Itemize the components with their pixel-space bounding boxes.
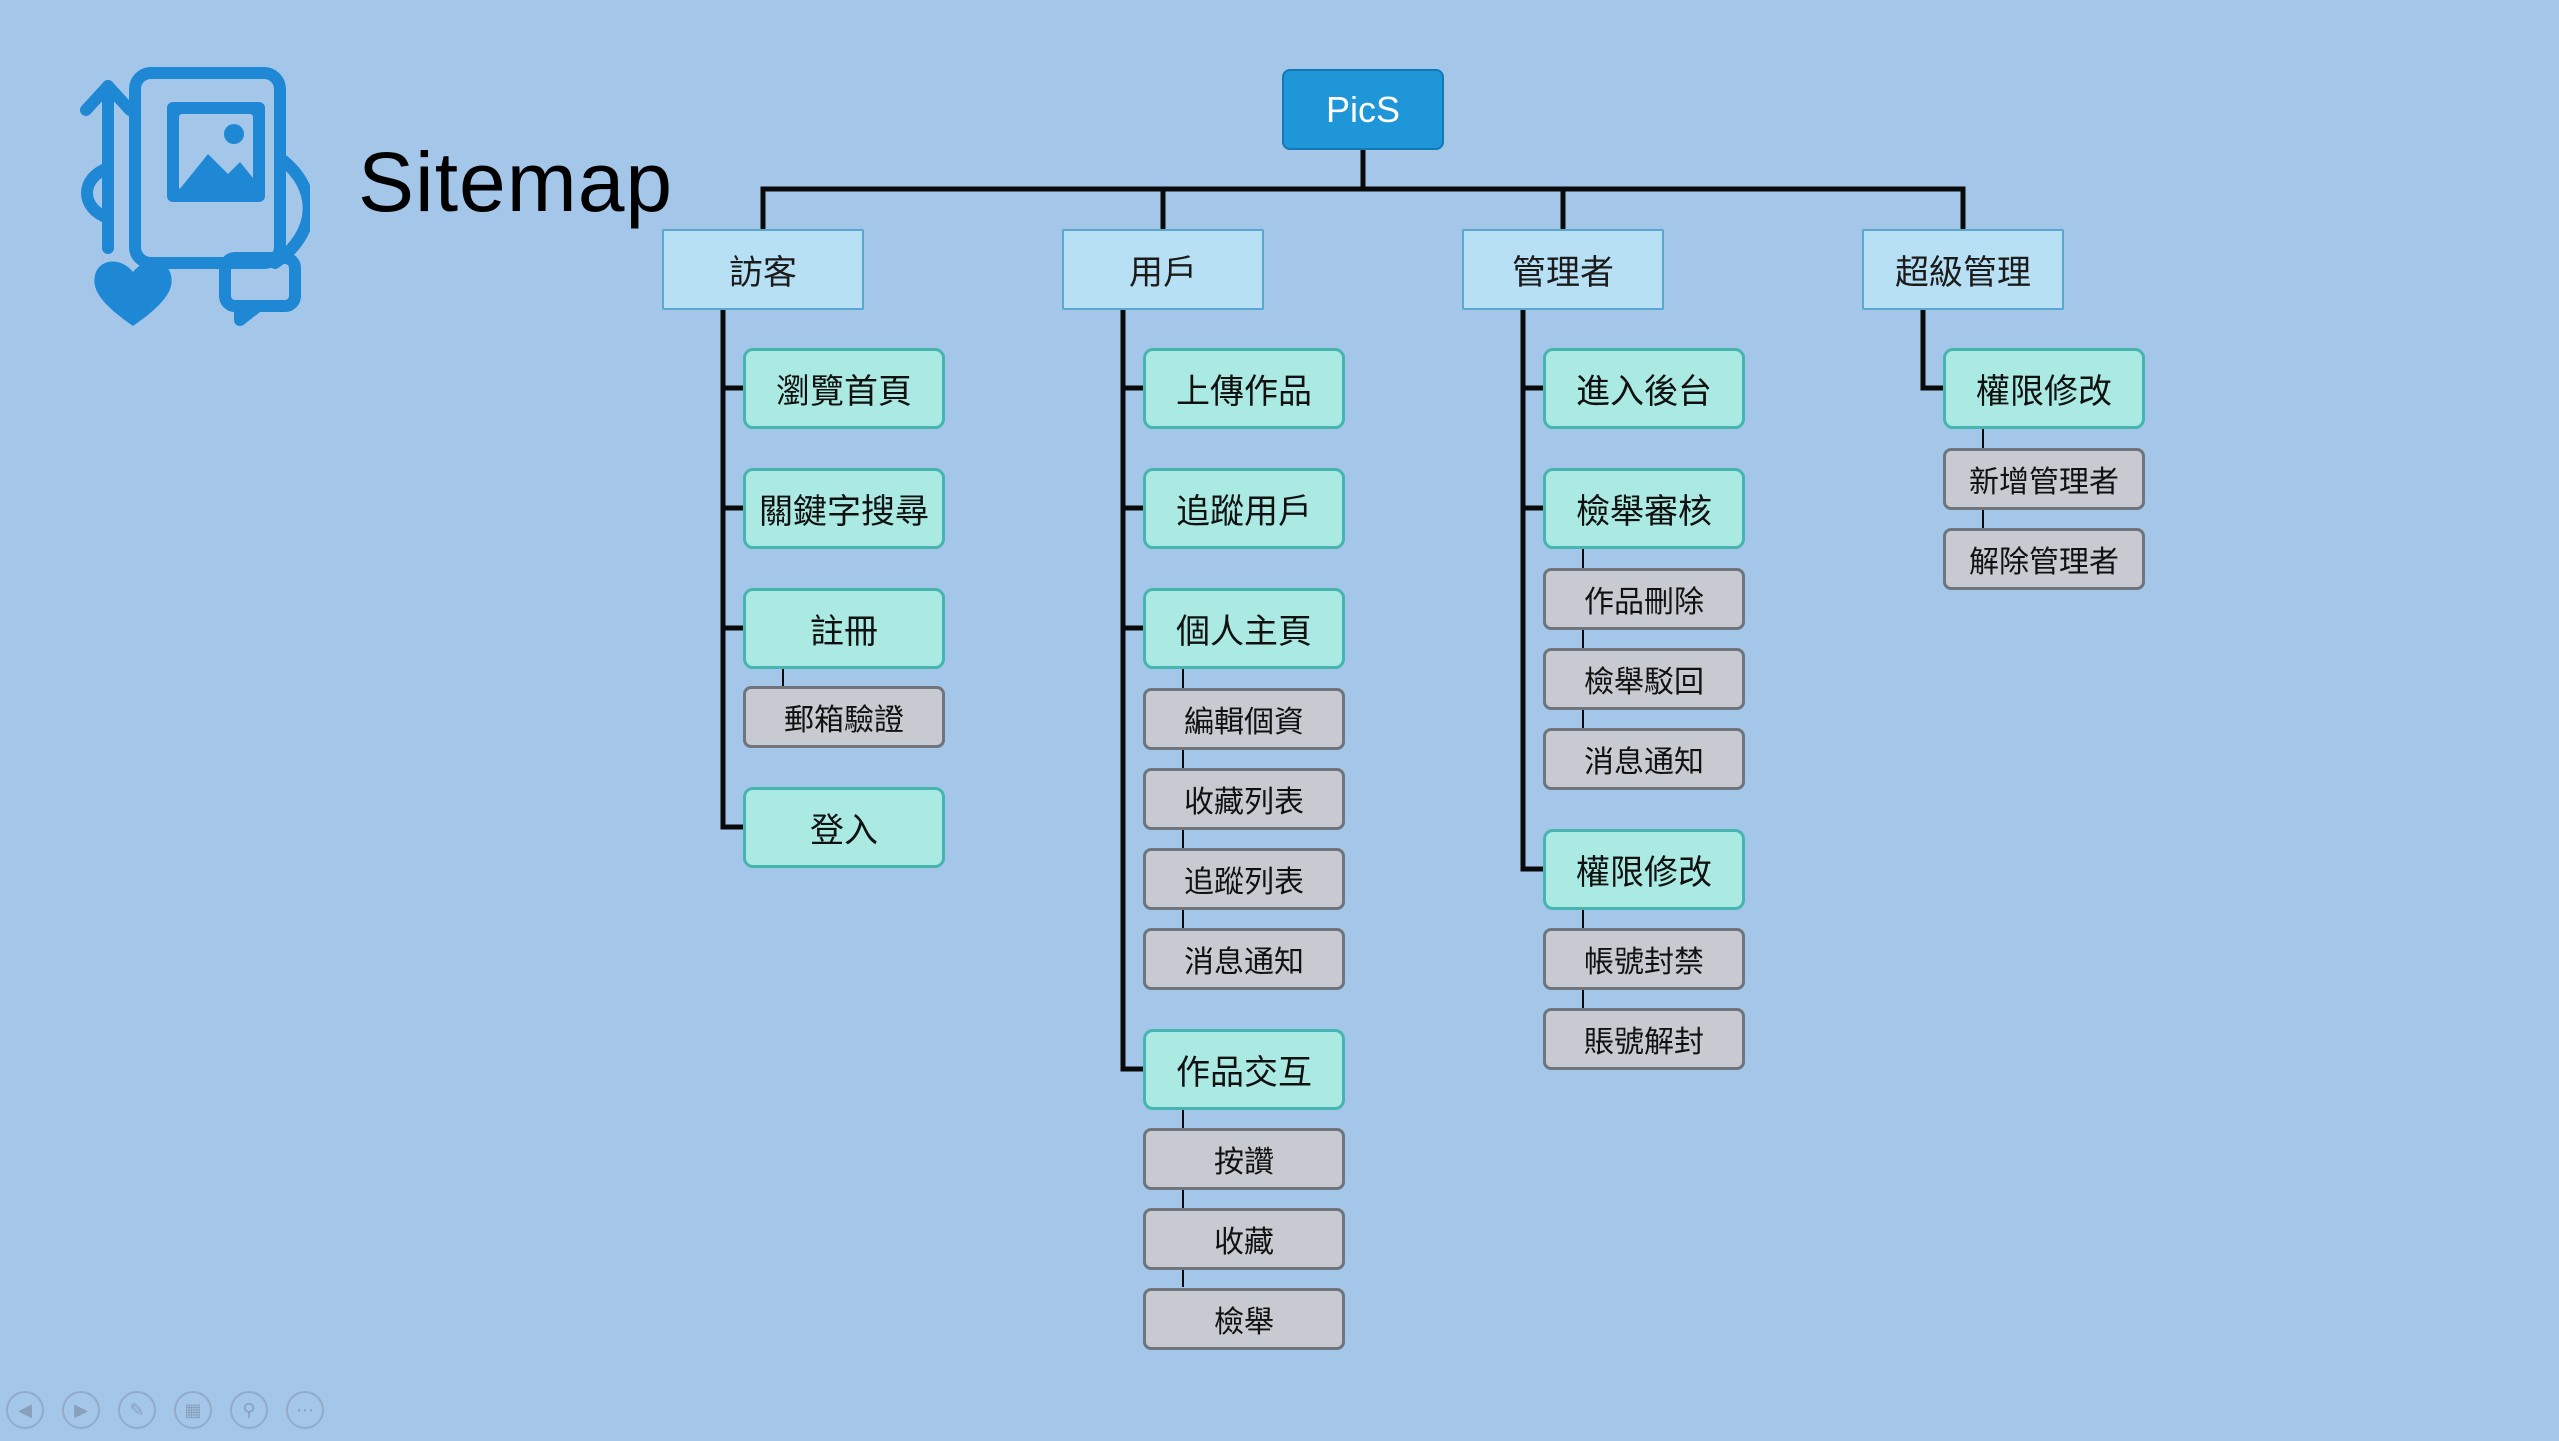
node-report-review: 檢舉審核 bbox=[1543, 468, 1745, 549]
next-icon[interactable]: ▶ bbox=[62, 1391, 100, 1429]
root-node: PicS bbox=[1282, 69, 1444, 150]
node-admin-permissions: 權限修改 bbox=[1543, 829, 1745, 910]
category-visitor: 訪客 bbox=[662, 229, 864, 310]
node-enter-backend: 進入後台 bbox=[1543, 348, 1745, 429]
node-unban-account: 賬號解封 bbox=[1543, 1008, 1745, 1070]
node-user-notifications: 消息通知 bbox=[1143, 928, 1345, 990]
node-ban-account: 帳號封禁 bbox=[1543, 928, 1745, 990]
node-super-permissions: 權限修改 bbox=[1943, 348, 2145, 429]
gallery-logo-icon bbox=[80, 67, 310, 326]
node-add-admin: 新增管理者 bbox=[1943, 448, 2145, 510]
node-following-list: 追蹤列表 bbox=[1143, 848, 1345, 910]
node-admin-notifications: 消息通知 bbox=[1543, 728, 1745, 790]
node-report: 檢舉 bbox=[1143, 1288, 1345, 1350]
node-delete-work: 作品刪除 bbox=[1543, 568, 1745, 630]
pen-icon[interactable]: ✎ bbox=[118, 1391, 156, 1429]
presentation-toolbar: ◀ ▶ ✎ ▦ ⚲ ⋯ bbox=[6, 1390, 324, 1430]
category-admin: 管理者 bbox=[1462, 229, 1664, 310]
node-remove-admin: 解除管理者 bbox=[1943, 528, 2145, 590]
node-like: 按讚 bbox=[1143, 1128, 1345, 1190]
previous-icon[interactable]: ◀ bbox=[6, 1391, 44, 1429]
node-work-interaction: 作品交互 bbox=[1143, 1029, 1345, 1110]
node-collect: 收藏 bbox=[1143, 1208, 1345, 1270]
category-user: 用戶 bbox=[1062, 229, 1264, 310]
slides-icon[interactable]: ▦ bbox=[174, 1391, 212, 1429]
node-profile-page: 個人主頁 bbox=[1143, 588, 1345, 669]
node-browse-home: 瀏覽首頁 bbox=[743, 348, 945, 429]
node-keyword-search: 關鍵字搜尋 bbox=[743, 468, 945, 549]
node-favorites-list: 收藏列表 bbox=[1143, 768, 1345, 830]
category-super-admin: 超級管理 bbox=[1862, 229, 2064, 310]
more-icon[interactable]: ⋯ bbox=[286, 1391, 324, 1429]
zoom-icon[interactable]: ⚲ bbox=[230, 1391, 268, 1429]
node-login: 登入 bbox=[743, 787, 945, 868]
node-email-verify: 郵箱驗證 bbox=[743, 686, 945, 748]
node-edit-profile: 編輯個資 bbox=[1143, 688, 1345, 750]
page-title: Sitemap bbox=[358, 135, 674, 229]
node-reject-report: 檢舉駁回 bbox=[1543, 648, 1745, 710]
node-follow-user: 追蹤用戶 bbox=[1143, 468, 1345, 549]
node-register: 註冊 bbox=[743, 588, 945, 669]
node-upload-work: 上傳作品 bbox=[1143, 348, 1345, 429]
